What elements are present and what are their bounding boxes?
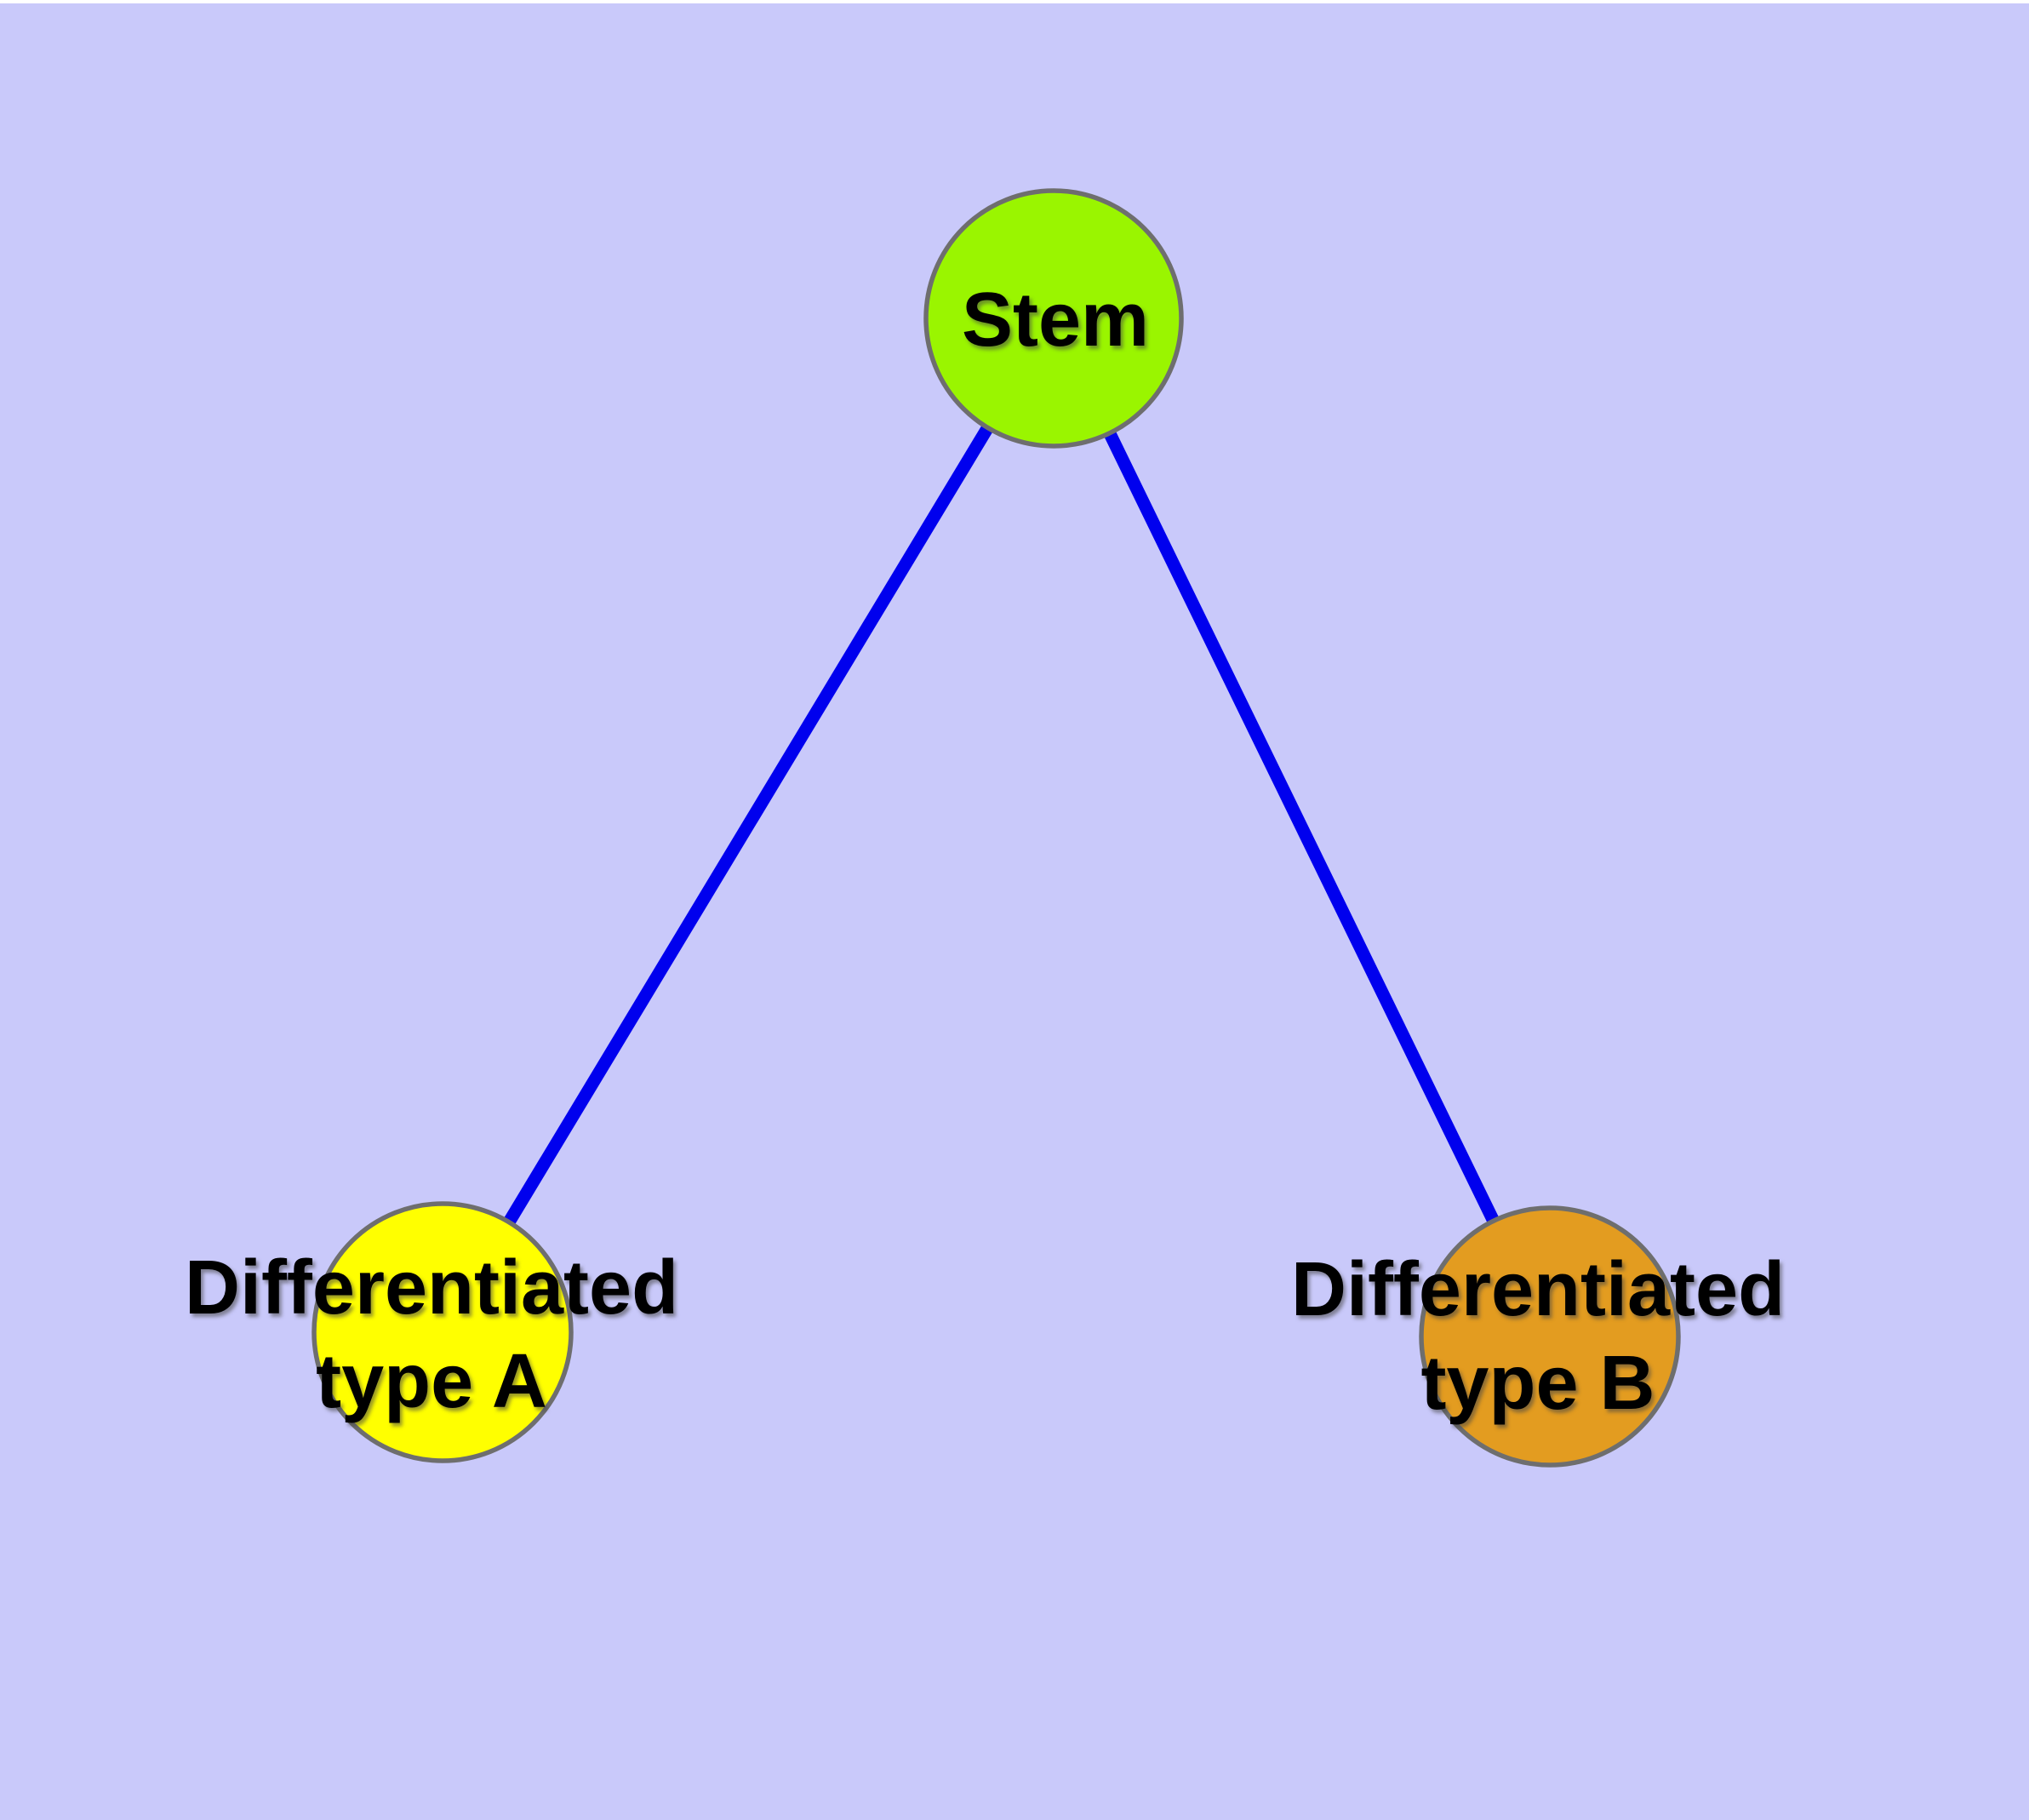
node-type-b-circle xyxy=(1419,1205,1681,1468)
edge-stem-to-type-b xyxy=(1048,315,1556,1340)
edge-stem-to-type-a xyxy=(437,315,1060,1336)
node-stem-circle xyxy=(923,188,1184,449)
top-margin xyxy=(0,0,2029,3)
node-type-a-circle xyxy=(311,1201,574,1463)
